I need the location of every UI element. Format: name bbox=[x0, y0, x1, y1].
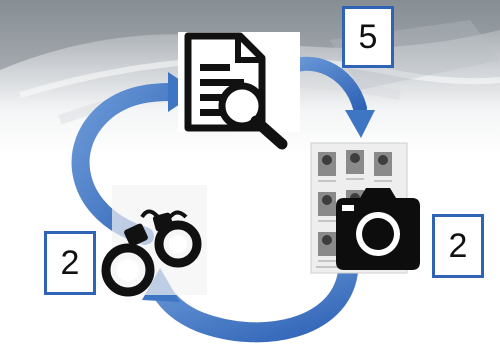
camera-icon bbox=[336, 188, 420, 270]
count-badge-arrest: 2 bbox=[44, 231, 96, 295]
count-value: 2 bbox=[60, 244, 80, 282]
count-value: 5 bbox=[358, 18, 378, 56]
count-badge-photo-lineup: 2 bbox=[432, 214, 484, 278]
count-value: 2 bbox=[448, 227, 468, 265]
handcuffs-icon bbox=[101, 185, 207, 297]
document-magnifier-icon bbox=[178, 32, 300, 150]
count-badge-document-review: 5 bbox=[342, 6, 394, 68]
